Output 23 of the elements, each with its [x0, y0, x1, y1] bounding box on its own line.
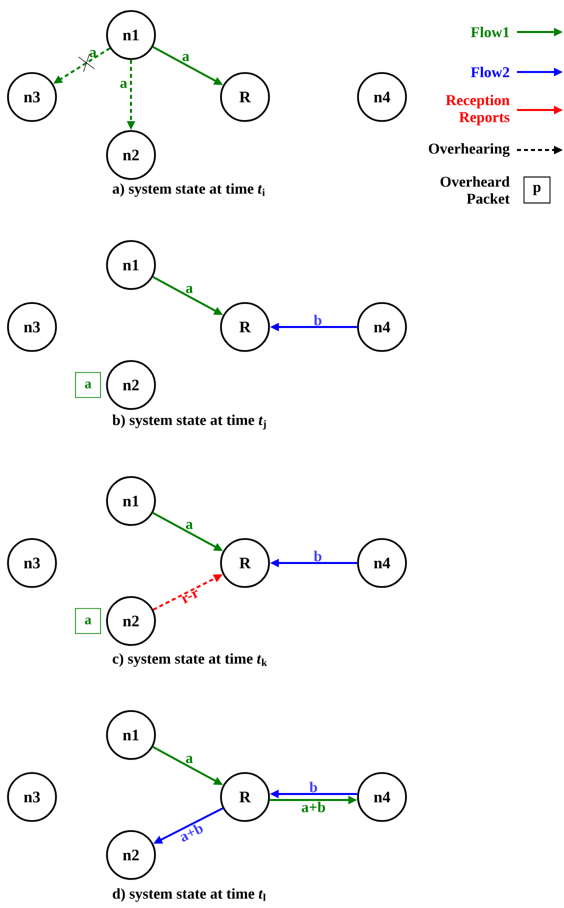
- edge-label: a+b: [302, 802, 326, 812]
- edge-label: r-r: [181, 590, 198, 604]
- edge-label: b: [310, 782, 318, 792]
- edge-label: a: [120, 80, 128, 88]
- edge-label: a: [90, 50, 96, 58]
- edge-label: b: [314, 314, 322, 326]
- legend-packet-box: p: [524, 176, 550, 204]
- legend-text: Overheard Packet: [440, 176, 510, 204]
- edge-label: a: [182, 54, 190, 62]
- panel-caption: a) system state at time t$_{i}$: [112, 183, 265, 197]
- edge-label: a: [186, 522, 193, 530]
- panel-caption: b) system state at time t$_{j}$: [112, 414, 266, 430]
- edge-label: b: [314, 550, 322, 562]
- edge-label: a+b: [180, 824, 203, 842]
- edge-label: a: [186, 286, 193, 294]
- packet-box: a: [75, 608, 101, 634]
- edge-label: a: [186, 756, 193, 764]
- packet-box: a: [75, 372, 101, 398]
- legend-text: Reception Reports: [446, 94, 510, 126]
- panel-caption: c) system state at time t$_{k}$: [112, 653, 268, 667]
- legend-text: Flow1: [470, 26, 510, 38]
- legend-text: Flow2: [470, 66, 510, 78]
- legend-text: Overhearing: [428, 143, 510, 157]
